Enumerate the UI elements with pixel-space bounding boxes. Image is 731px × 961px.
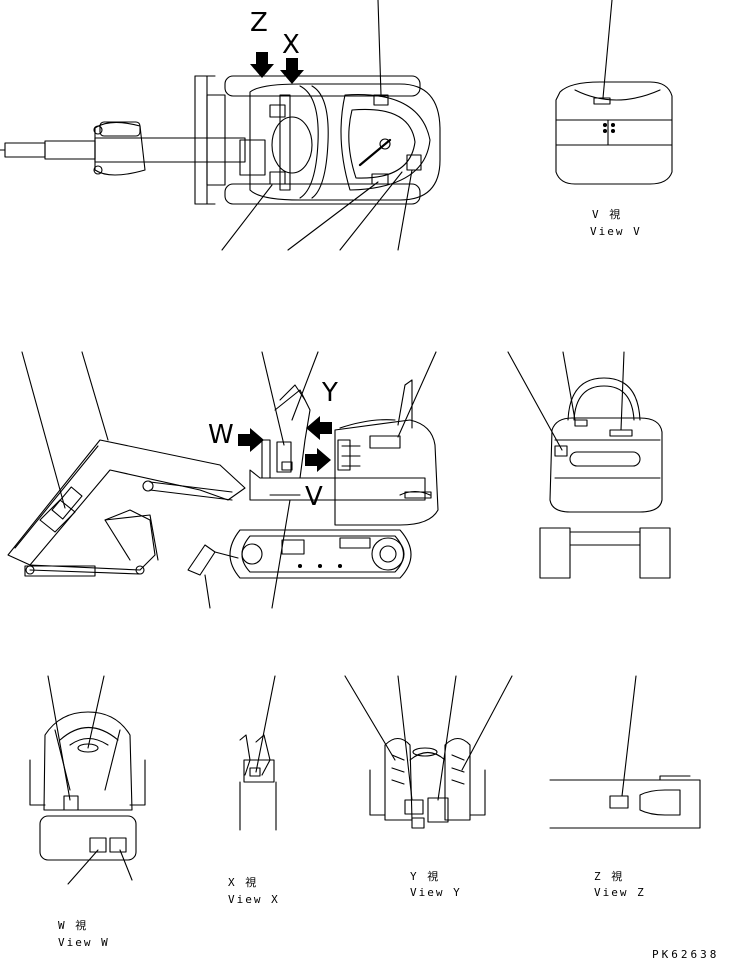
arrow-y-icon — [306, 416, 332, 440]
view-v-caption-en: View V — [590, 225, 642, 238]
arrow-label-w: W — [208, 420, 234, 450]
view-w-caption-en: View W — [58, 936, 110, 949]
view-y-caption-jp: Y 視 — [410, 870, 441, 883]
view-x-caption-jp: X 視 — [228, 876, 259, 889]
view-y-drawing — [344, 675, 513, 829]
drawing-code: PK62638 — [652, 948, 720, 961]
arrow-label-x: X — [282, 30, 300, 60]
view-x-caption-en: View X — [228, 893, 280, 906]
arrow-x-icon — [280, 58, 304, 84]
top-view-drawing — [0, 0, 441, 251]
view-y-caption-en: View Y — [410, 886, 462, 899]
arrow-engine-icon — [305, 448, 331, 472]
side-view-drawing — [7, 351, 439, 609]
arrow-w-icon — [238, 428, 264, 452]
arrow-label-v: V — [305, 482, 323, 512]
view-z-caption-jp: Z 視 — [594, 870, 625, 883]
view-w-caption-jp: W 視 — [58, 919, 89, 932]
rear-view-drawing — [507, 351, 671, 579]
view-z-drawing — [549, 675, 701, 829]
arrow-label-z: Z — [250, 8, 268, 38]
view-v-caption-jp: V 視 — [592, 208, 623, 221]
view-z-caption-en: View Z — [594, 886, 646, 899]
view-v-drawing — [555, 0, 673, 185]
arrow-label-y: Y — [322, 378, 338, 408]
view-x-drawing — [239, 675, 277, 831]
view-w-drawing — [29, 675, 146, 885]
arrow-z-icon — [250, 52, 274, 78]
